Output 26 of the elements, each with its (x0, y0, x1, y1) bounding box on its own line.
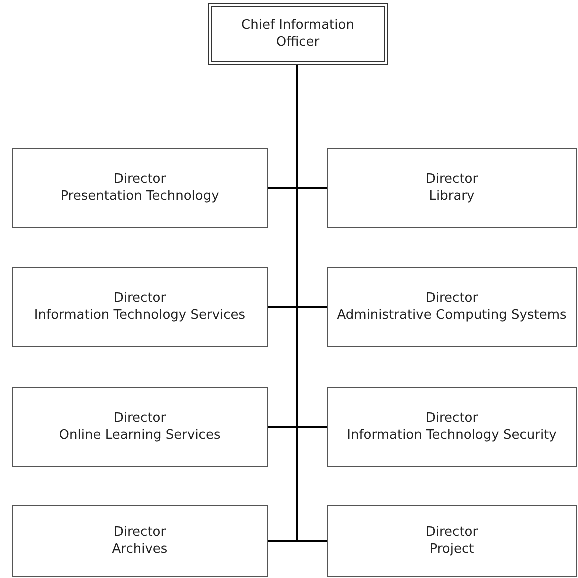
role-name: Project (430, 541, 474, 558)
role-name: Information Technology Services (34, 307, 246, 324)
role-box (12, 387, 268, 467)
role-name: Online Learning Services (59, 427, 221, 444)
role-box (327, 267, 577, 347)
role-box (12, 505, 268, 577)
role-box (327, 387, 577, 467)
role-title: Director (114, 524, 166, 541)
role-title: Director (426, 410, 478, 427)
role-title: Director (114, 171, 166, 188)
role-box (12, 267, 268, 347)
role-box (327, 148, 577, 228)
role-name: Chief Information Officer (240, 17, 356, 51)
role-title: Director (426, 171, 478, 188)
role-title: Director (114, 290, 166, 307)
role-name: Administrative Computing Systems (337, 307, 567, 324)
role-box (12, 148, 268, 228)
role-title: Director (426, 524, 478, 541)
role-box (208, 3, 388, 65)
role-name: Library (429, 188, 475, 205)
role-title: Director (114, 410, 166, 427)
role-name: Presentation Technology (60, 188, 220, 205)
role-name: Archives (112, 541, 168, 558)
role-name: Information Technology Security (347, 427, 557, 444)
role-box (327, 505, 577, 577)
role-title: Director (426, 290, 478, 307)
